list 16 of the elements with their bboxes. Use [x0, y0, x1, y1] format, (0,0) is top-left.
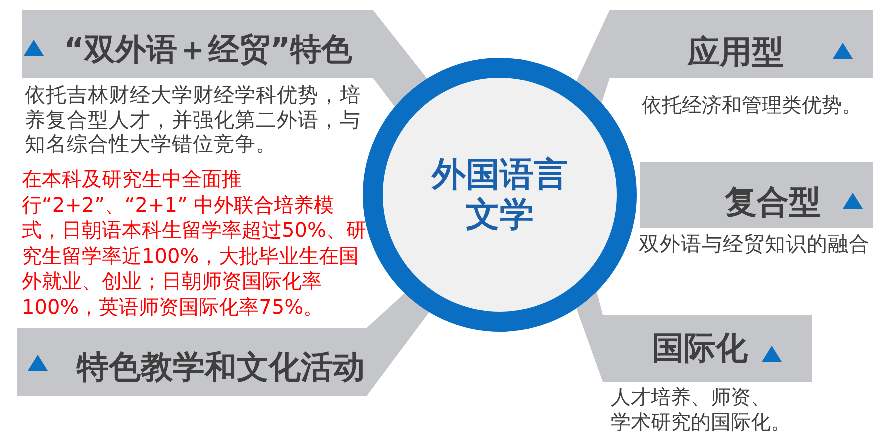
heading-text: “双外语＋经贸”特色 [64, 30, 353, 70]
callout-wedge [367, 294, 430, 396]
heading-band [640, 162, 873, 228]
description-text: 人才培养、师资、学术研究的国际化。 [611, 385, 791, 435]
heading-text: 特色教学和文化活动 [77, 347, 365, 387]
note-text: 在本科及研究生中全面推行“2+2”、“2+1” 中外联合培养模式，日朝语本科生留学率超过50%、研究生留学率近100%，大批毕业生在国外就业、创业；日朝师资国际化率100%，英语师资国际化率75%。 [22, 167, 368, 320]
heading-text: 复合型 [725, 182, 821, 222]
description-text: 双外语与经贸知识的融合 [639, 232, 871, 256]
heading-text: 应用型 [688, 32, 784, 72]
description-text: 依托经济和管理类优势。 [642, 94, 863, 116]
callout-wedge [576, 10, 610, 104]
callout-wedge [576, 292, 603, 382]
heading-text: 国际化 [652, 328, 748, 368]
circle-title: 外国语言文学 [430, 155, 569, 235]
callout-wedge [373, 10, 428, 107]
description-text: 依托吉林财经大学财经学科优势，培养复合型人才，并强化第二外语，与知名综合性大学错位竞争。 [25, 83, 362, 156]
